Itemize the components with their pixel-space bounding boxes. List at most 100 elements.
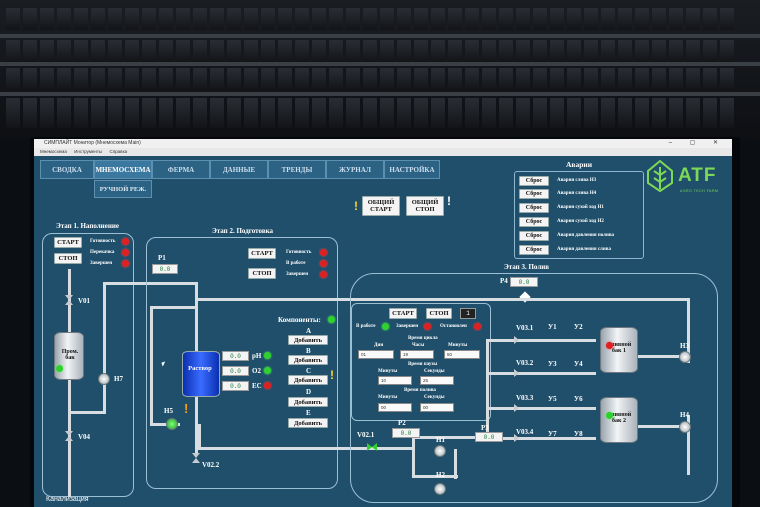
valve-v04-icon-bottom [65,436,73,441]
tab-data[interactable]: ДАННЫЕ [210,160,268,179]
valve-v031-icon[interactable] [514,336,519,344]
stage1-stop-button[interactable]: СТОП [54,253,82,264]
valve-v032-label: V03.2 [516,359,534,367]
tab-summary[interactable]: СВОДКА [40,160,94,179]
pump-h1-icon[interactable] [434,445,446,457]
u2-label: У2 [574,323,583,331]
alarm-reset-button[interactable]: Сброс [519,216,549,227]
valve-v033-icon[interactable] [514,404,519,412]
pause-sec-label: Секунды [424,369,445,374]
pump-h4-icon[interactable] [679,421,691,433]
tab-settings[interactable]: НАСТРОЙКА [384,160,440,179]
alarm-reset-button[interactable]: Сброс [519,202,549,213]
global-start-button[interactable]: ОБЩИЙ СТАРТ [362,196,400,216]
valve-v022-label: V02.2 [202,461,220,469]
pipe [195,282,198,354]
pipe [486,437,596,440]
drain-tank-1-led [606,342,613,349]
alarm-label: Авария сухой ход Н2 [557,219,604,224]
component-e-add-button[interactable]: Добавить [288,418,328,428]
days-input[interactable]: 01 [358,350,394,359]
sensor-p1-label: P1 [158,254,166,262]
stage3-done-label: Завершен [396,324,419,329]
window-controls[interactable]: – ▢ ✕ [668,140,726,146]
sensor-p1-display: 0.0 [152,264,178,274]
drain-tank-2 [600,397,638,443]
valve-v04-icon[interactable] [65,431,73,436]
pump-h5-label: H5 [164,407,173,415]
pipe [486,372,596,375]
info-mark-icon: ! [447,194,451,208]
pipe [195,447,365,450]
menu-item-tools[interactable]: Инструменты [74,149,103,154]
tab-farm[interactable]: ФЕРМА [152,160,210,179]
stage1-panel [42,233,134,497]
water-min-label: Минуты [378,395,398,400]
pause-min-input[interactable]: 10 [378,376,412,385]
component-b-add-button[interactable]: Добавить [288,355,328,365]
stage1-status-pumping: Перекачка [90,250,115,255]
o2-label: O2 [252,367,261,375]
valve-v021-label: V02.1 [357,431,375,439]
water-sec-input[interactable]: 00 [420,403,454,412]
pump-h3-icon[interactable] [679,351,691,363]
stage3-stop-button[interactable]: СТОП [426,308,452,319]
water-min-input[interactable]: 00 [378,403,412,412]
pump-h5-icon[interactable] [166,418,178,430]
alarm-reset-button[interactable]: Сброс [519,230,549,241]
stage2-stop-button[interactable]: СТОП [248,268,276,279]
pipe [365,298,690,301]
tab-trends[interactable]: ТРЕНДЫ [268,160,326,179]
tab-manual-mode[interactable]: РУЧНОЙ РЕЖ. [94,180,152,198]
pipe [687,298,690,363]
valve-v034-icon[interactable] [514,434,519,442]
alarm-label: Авария сухой ход Н1 [557,205,604,210]
pump-h7-icon[interactable] [98,373,110,385]
components-title: Компоненты: [278,316,321,324]
solution-vessel [182,351,220,397]
pipe [68,411,106,414]
component-d-label: D [306,388,312,396]
stage1-ready-led [122,238,129,245]
stage3-stopped-led [474,323,481,330]
hours-input[interactable]: 19 [400,350,434,359]
alarm-label: Авария давления слива [557,247,611,252]
component-b-label: B [306,347,311,355]
menu-item-mnemo[interactable]: Мнемосхема [40,149,67,154]
global-stop-button[interactable]: ОБЩИЙ СТОП [406,196,444,216]
stage3-start-button[interactable]: СТАРТ [389,308,417,319]
tab-mnemo[interactable]: МНЕМОСХЕМА [94,160,152,179]
alarm-reset-button[interactable]: Сброс [519,175,549,186]
minutes-input[interactable]: 50 [444,350,480,359]
stage1-start-button[interactable]: СТАРТ [54,237,82,248]
valve-v022-icon[interactable] [192,453,200,458]
valve-v033-label: V03.3 [516,394,534,402]
component-a-add-button[interactable]: Добавить [288,335,328,345]
component-d-add-button[interactable]: Добавить [288,397,328,407]
stage3-running-label: В работе [356,324,376,329]
o2-led [264,367,271,374]
u7-label: У7 [548,430,557,438]
tank-level-led [56,365,63,372]
stage2-start-button[interactable]: СТАРТ [248,248,276,259]
alarm-reset-button[interactable]: Сброс [519,244,549,255]
stage1-pumping-led [122,249,129,256]
valve-v021-icon[interactable] [367,443,372,451]
menu-item-help[interactable]: Справка [109,149,128,154]
component-c-add-button[interactable]: Добавить [288,375,328,385]
pump-h2-icon[interactable] [434,483,446,495]
pause-sec-input[interactable]: 25 [420,376,454,385]
valve-v032-icon[interactable] [514,369,519,377]
drain-tank-1-label: Сливной бак 1 [606,342,632,354]
stage2-done-led [320,271,327,278]
alarm-reset-button[interactable]: Сброс [519,188,549,199]
stage3-done-led [424,323,431,330]
valve-v01-icon[interactable] [65,295,73,300]
sensor-p4-display: 0.0 [510,277,538,287]
drain-tank-2-led [606,412,613,419]
tab-journal[interactable]: ЖУРНАЛ [326,160,384,179]
u1-label: У1 [548,323,557,331]
alarms-title: Аварии [565,160,593,169]
components-led [328,316,335,323]
o2-display: 0.0 [222,366,249,376]
